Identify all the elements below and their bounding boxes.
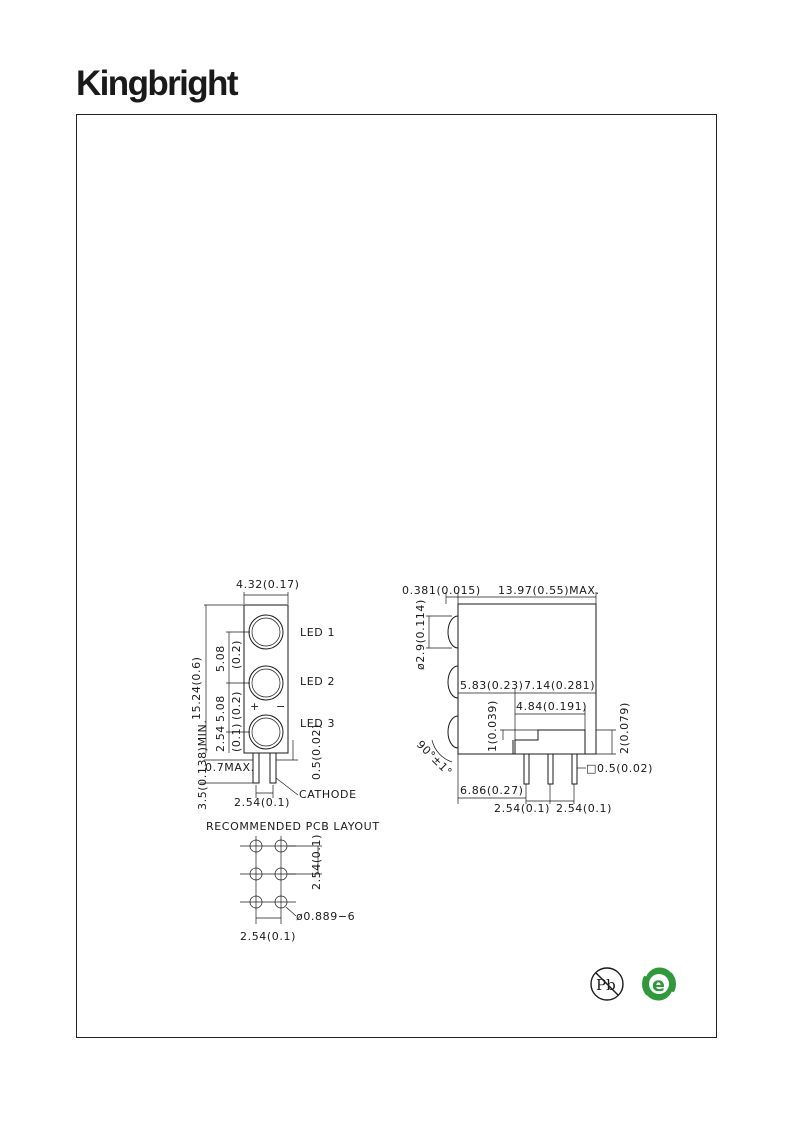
lead-max-offset: 0.7MAX. [205,761,255,774]
rohs-badge: e [642,965,676,1003]
pitch-2-mm: 5.08 [214,695,227,722]
led-1-label: LED 1 [300,626,335,639]
led-1-lens [248,614,284,650]
pitch-1-mm: 5.08 [214,645,227,672]
angle-dim: 90°±1° [414,738,455,779]
anode-mark: + [250,700,260,713]
cathode-label: CATHODE [299,788,357,801]
brand-logo: Kingbright [76,64,239,103]
svg-text:Pb: Pb [596,976,616,994]
led-2-label: LED 2 [300,675,335,688]
pb-free-icon [590,967,624,1001]
pcb-hole-dim: ø0.889−6 [296,910,355,923]
flange-dim: 0.381(0.015) [402,584,481,597]
dim-2-0-079: 2(0.079) [618,702,631,754]
dome-2 [447,665,459,699]
pb-free-badge: Pb [590,967,624,1001]
pitch-2-in: (0.2) [230,691,243,720]
led-3-label: LED 3 [300,717,335,730]
side-view: 0.381(0.015) 13.97(0.55)MAX. ø2.9(0.114)… [402,584,653,815]
dim-4-84: 4.84(0.191) [516,700,587,713]
dim-5-83: 5.83(0.23) [460,679,524,692]
side-lead-3 [571,753,578,785]
dim-1-0-039: 1(0.039) [486,700,499,752]
side-pitch-b: 2.54(0.1) [556,802,612,815]
dome-diameter-dim: ø2.9(0.114) [414,599,427,670]
front-lead-pitch: 2.54(0.1) [234,796,290,809]
drawing-frame [76,114,717,1038]
lead-width-dim: 0.5(0.02) [310,724,323,780]
front-lead-right [269,752,277,784]
pcb-layout: RECOMMENDED PCB LAYOUT 2.54(0.1) ø0.889−… [206,820,380,943]
pitch-1-in: (0.2) [230,640,243,669]
front-housing [243,604,289,754]
dome-1 [447,615,459,649]
pcb-row-pitch: 2.54(0.1) [310,834,323,890]
cathode-mark: − [276,700,286,713]
lead-square-dim: □0.5(0.02) [586,762,653,775]
led-2-lens [248,665,284,701]
dim-6-86: 6.86(0.27) [460,784,524,797]
pcb-layout-title: RECOMMENDED PCB LAYOUT [206,820,380,833]
front-width-dim: 4.32(0.17) [236,578,300,591]
pcb-col-pitch: 2.54(0.1) [240,930,296,943]
pitch-3-mm: 2.54 [214,725,227,752]
front-view: 4.32(0.17) 15.24(0.6) 5.08 (0.2) 5.08 (0… [190,578,357,810]
side-length-dim: 13.97(0.55)MAX. [498,584,600,597]
dome-3 [447,715,459,749]
front-lead-left [252,752,260,784]
lead-min-length: 3.5(0.138)MIN. [196,720,209,810]
svg-text:e: e [652,974,665,996]
front-height-dim: 15.24(0.6) [190,656,203,720]
side-pitch-a: 2.54(0.1) [494,802,550,815]
side-lead-2 [547,753,554,785]
led-3-lens [248,714,284,750]
dim-7-14: 7.14(0.281) [524,679,595,692]
pitch-3-in: (0.1) [230,723,243,752]
side-lead-1 [523,753,530,785]
